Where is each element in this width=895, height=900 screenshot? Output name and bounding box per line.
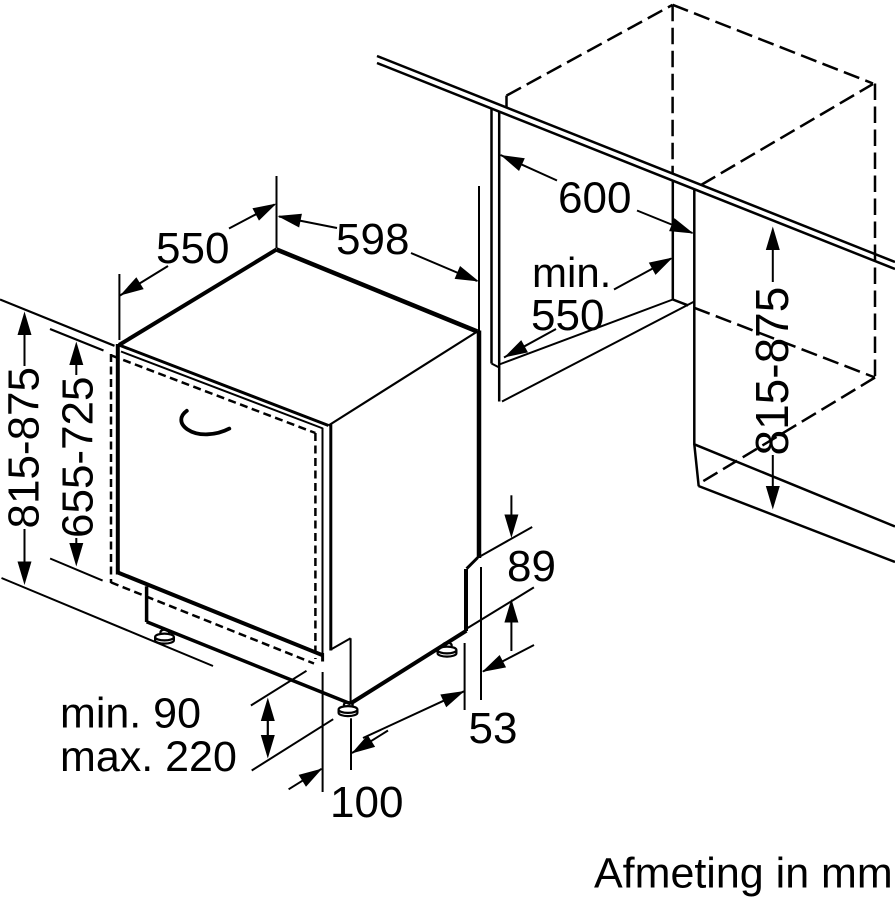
svg-text:598: 598: [336, 215, 409, 264]
svg-text:550: 550: [531, 291, 604, 340]
svg-text:min. 90: min. 90: [60, 690, 201, 738]
svg-text:53: 53: [469, 704, 518, 753]
svg-text:655-725: 655-725: [54, 377, 103, 538]
svg-text:min.: min.: [532, 249, 611, 296]
svg-text:max. 220: max. 220: [60, 733, 237, 781]
svg-text:Afmeting in mm: Afmeting in mm: [594, 850, 893, 898]
svg-text:815-875: 815-875: [746, 287, 798, 456]
svg-text:89: 89: [507, 542, 556, 591]
svg-text:600: 600: [558, 174, 631, 223]
svg-text:815-875: 815-875: [0, 367, 49, 528]
svg-text:100: 100: [330, 778, 403, 827]
svg-text:550: 550: [156, 224, 229, 273]
